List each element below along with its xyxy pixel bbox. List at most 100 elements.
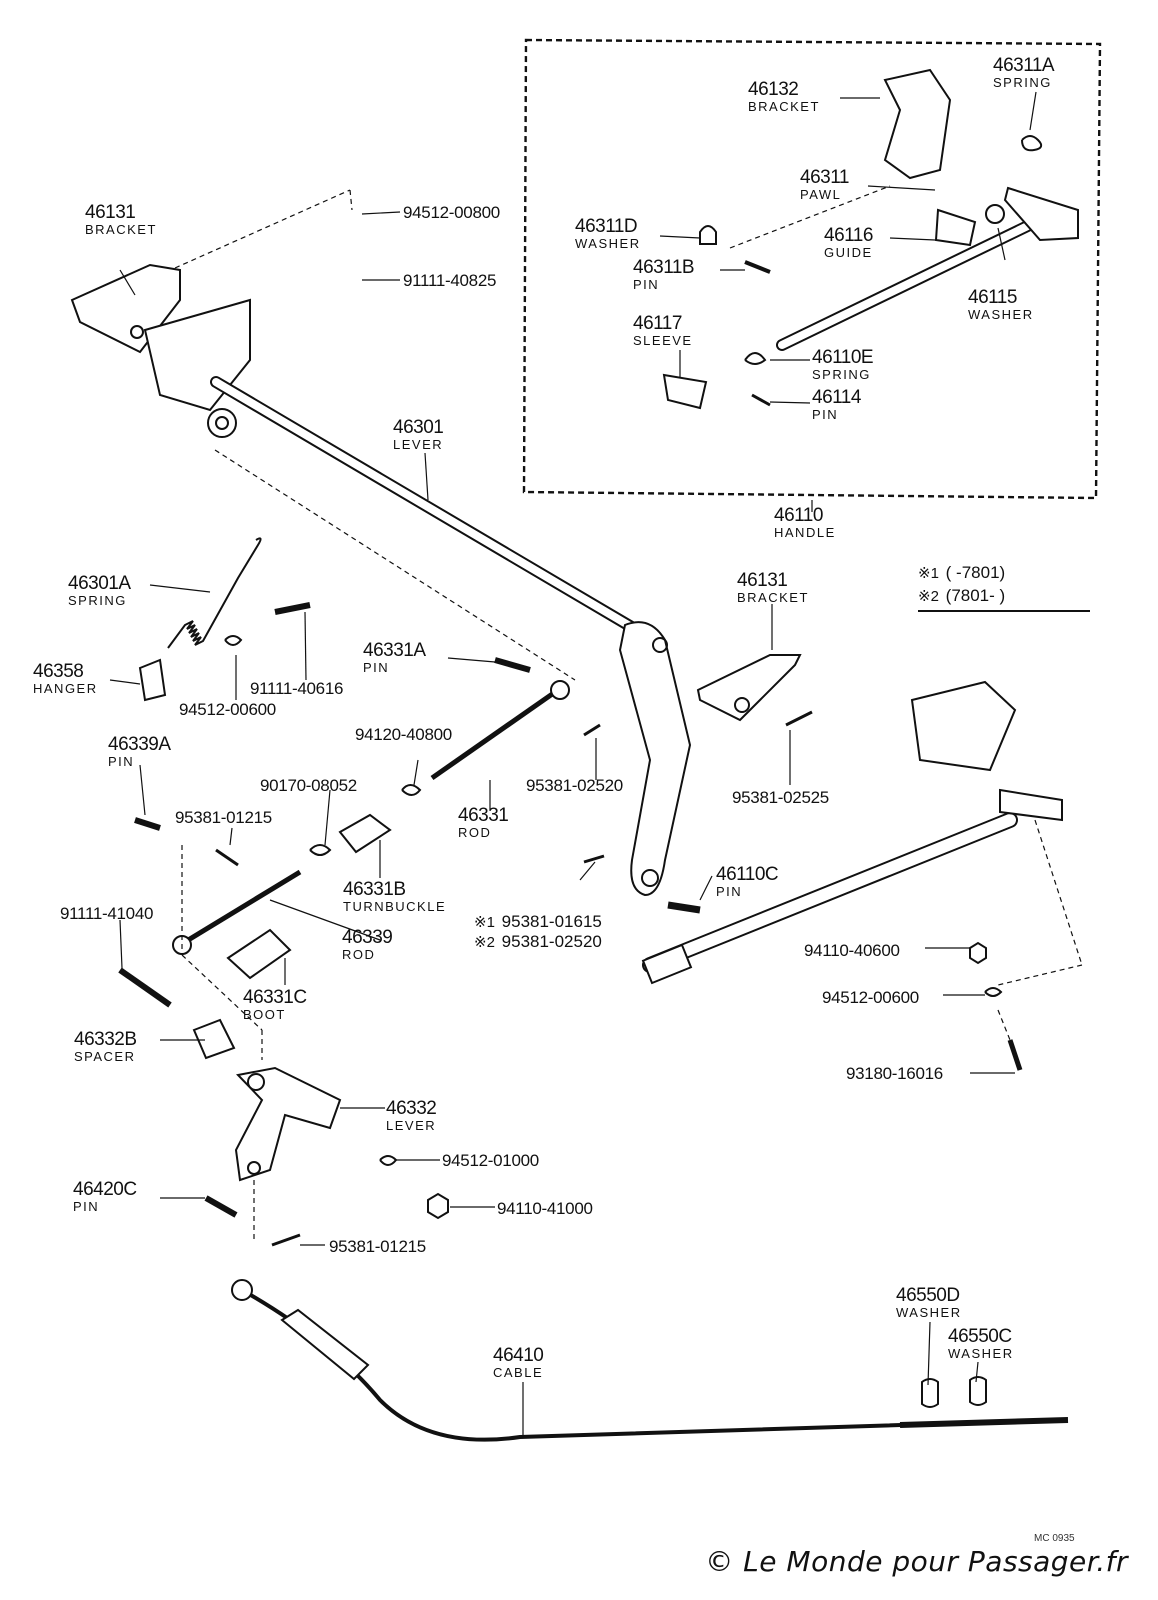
callout-pin-lever-lower: 46420C PIN (73, 1180, 137, 1213)
part-number: 46110 (774, 505, 823, 526)
part-name: HANGER (33, 681, 98, 696)
part-number-label: 94110-40600 (804, 941, 900, 960)
watermark: © Le Monde pour Passager.fr (705, 1545, 1128, 1578)
part-number: 46331 (458, 805, 509, 826)
part-name: ROD (342, 947, 376, 962)
part-name: TURNBUCKLE (343, 899, 447, 914)
part-number: 46117 (633, 313, 682, 334)
part-name: PAWL (800, 187, 842, 202)
callout-pin-rod: 46331A PIN (363, 641, 426, 674)
part-name: LEVER (393, 437, 444, 452)
part-name: ROD (458, 825, 492, 840)
part-number-label: 95381-02525 (732, 788, 829, 807)
callout-cable: 46410 CABLE (493, 1345, 544, 1380)
part-number: 46358 (33, 661, 84, 682)
bracket-right-shape (696, 654, 802, 722)
legend-range: (7801- ) (945, 586, 1006, 605)
part-number: 46301 (393, 417, 444, 438)
part-number: 46311D (575, 216, 638, 237)
part-name: BOOT (243, 1007, 286, 1022)
part-name: WASHER (968, 307, 1034, 322)
part-number-label: 91111-40616 (250, 679, 344, 698)
part-number-label: 94512-00600 (179, 700, 276, 719)
callout-pin-lower: 46339A PIN (108, 735, 171, 768)
upper-rod (430, 687, 560, 781)
part-name: GUIDE (824, 245, 873, 260)
part-number-label: 95381-01215 (175, 808, 272, 827)
part-number: 46132 (748, 79, 799, 100)
part-name: CABLE (493, 1365, 544, 1380)
spring-lever-coil (167, 537, 262, 649)
legend-mark: ※1 (918, 565, 939, 582)
callout-turnbuckle: 46331B TURNBUCKLE (343, 880, 446, 913)
part-number: 46131 (737, 570, 788, 591)
part-name: PIN (363, 660, 390, 675)
part-number: 46550C (948, 1326, 1012, 1347)
callout-washer-pawl: 46311D WASHER (575, 217, 641, 250)
callout-bracket-handle: 46132 BRACKET (748, 80, 820, 113)
lower-lever-shape (234, 1066, 342, 1182)
part-number: 46339 (342, 927, 393, 948)
part-name: SPRING (812, 367, 871, 382)
part-number: 46332B (74, 1029, 137, 1050)
variant-pin-1: ※1 95381-01615 (474, 912, 602, 932)
part-name: LEVER (386, 1118, 437, 1133)
part-number: 46331B (343, 879, 406, 900)
callout-spring-lever: 46301A SPRING (68, 574, 131, 607)
spacer-shape (192, 1018, 236, 1060)
part-number: 46301A (68, 573, 131, 594)
lever-arm (618, 621, 692, 897)
callout-bracket-right: 46131 BRACKET (737, 571, 809, 604)
boot-shape (226, 928, 292, 980)
part-name: PIN (633, 277, 660, 292)
callout-boot: 46331C BOOT (243, 988, 307, 1021)
callout-lever-main: 46301 LEVER (393, 417, 444, 452)
part-name: BRACKET (737, 590, 809, 605)
variant-part-number: 95381-02520 (501, 932, 602, 951)
part-number: 46311A (993, 55, 1055, 76)
part-number: 46339A (108, 734, 171, 755)
part-number: 46331A (363, 640, 426, 661)
part-number: 46332 (386, 1098, 437, 1119)
callout-pin-pawl: 46311B PIN (633, 257, 695, 292)
variant-pin-2: ※2 95381-02520 (474, 932, 602, 952)
part-number-label: 93180-16016 (846, 1064, 943, 1083)
callout-handle: 46110 HANDLE (774, 506, 836, 539)
callout-pin-handle-end: 46110C PIN (716, 865, 779, 898)
part-number: 46550D (896, 1285, 960, 1306)
callout-rod-upper: 46331 ROD (458, 805, 509, 840)
part-number: 46131 (85, 202, 136, 223)
part-name: HANDLE (774, 525, 836, 540)
legend-divider (918, 610, 1090, 612)
callout-washer-handle: 46115 WASHER (968, 288, 1034, 321)
legend-range: ( -7801) (945, 563, 1006, 582)
callout-spacer: 46332B SPACER (74, 1030, 137, 1063)
part-number: 46311B (633, 257, 695, 278)
part-number-label: 91111-41040 (60, 904, 154, 923)
part-number: 46410 (493, 1345, 544, 1366)
part-number-label: 90170-08052 (260, 776, 357, 795)
callout-hanger: 46358 HANGER (33, 662, 98, 695)
diagram-code: MC 0935 (1034, 1533, 1075, 1544)
part-name: SPRING (68, 593, 127, 608)
callout-guide: 46116 GUIDE (824, 226, 873, 259)
part-number-label: 94110-41000 (497, 1199, 593, 1218)
part-name: PIN (73, 1199, 100, 1214)
callout-rod-lower: 46339 ROD (342, 927, 393, 962)
part-name: SLEEVE (633, 333, 693, 348)
legend-row-2: ※2 (7801- ) (918, 585, 1005, 608)
variant-mark: ※1 (474, 914, 495, 931)
part-name: SPRING (993, 75, 1052, 90)
part-number: 46116 (824, 225, 873, 246)
part-number: 46115 (968, 287, 1017, 308)
lower-rod (178, 869, 302, 948)
part-name: SPACER (74, 1049, 136, 1064)
part-number: 46420C (73, 1179, 137, 1200)
part-name: WASHER (948, 1346, 1014, 1361)
callout-washer-cable-d: 46550D WASHER (896, 1286, 962, 1319)
part-number-label: 94512-01000 (442, 1151, 539, 1170)
callout-spring-pawl: 46311A SPRING (993, 55, 1055, 90)
callout-pin-handle: 46114 PIN (812, 388, 861, 421)
